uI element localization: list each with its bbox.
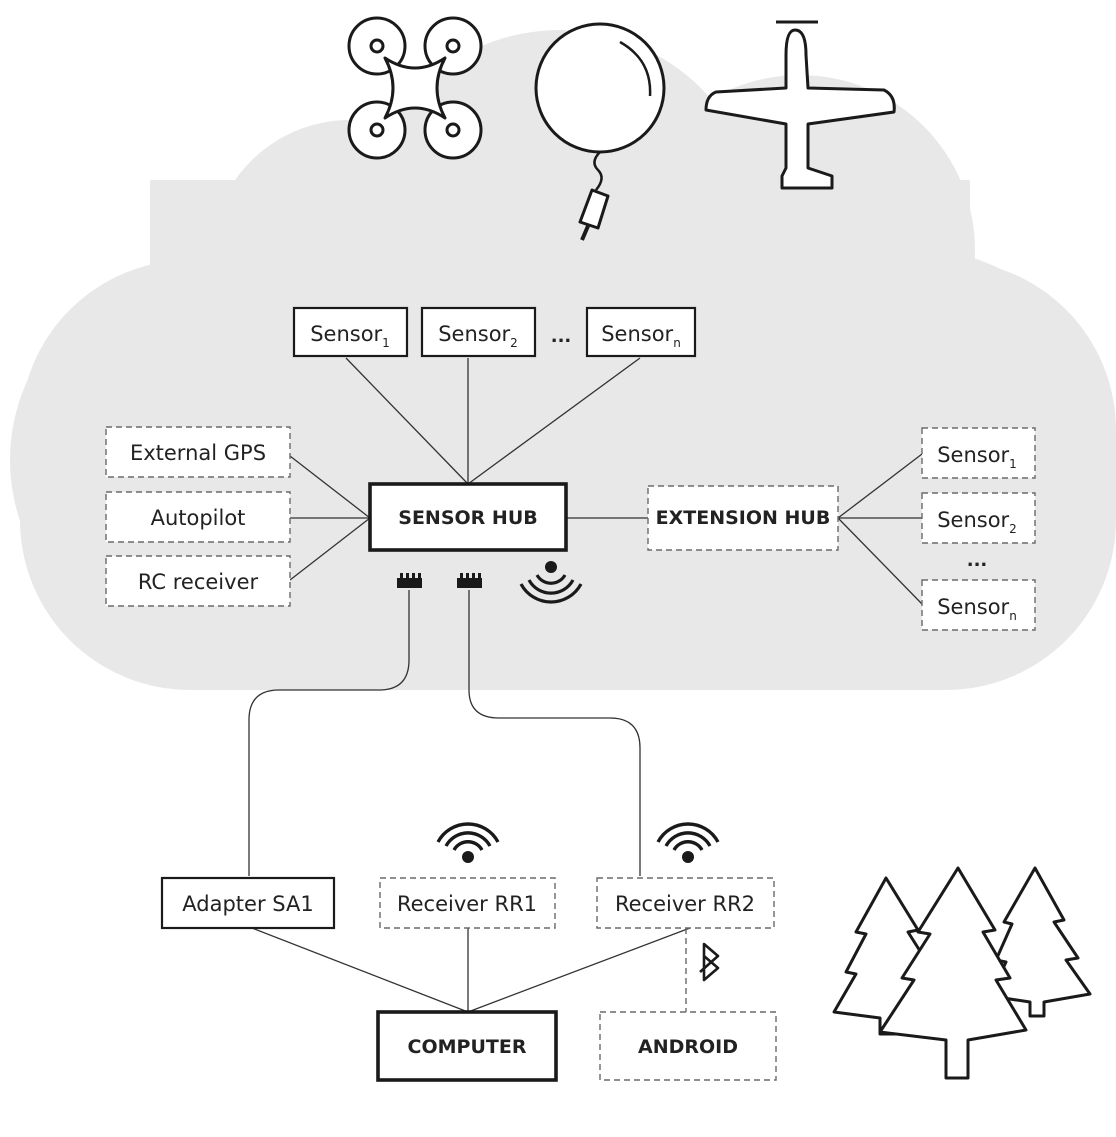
ext-sensor-n-label: Sensor: [937, 595, 1009, 619]
svg-text:Sensorn: Sensorn: [601, 322, 681, 350]
ext-sensor-n: Sensorn: [921, 579, 1036, 631]
ext-sensor-2: Sensor2: [921, 492, 1036, 544]
autopilot-box: Autopilot: [105, 491, 291, 543]
svg-text:Sensor2: Sensor2: [937, 508, 1017, 536]
sensor-hub-label: SENSOR HUB: [398, 507, 537, 529]
svg-text:Sensorn: Sensorn: [937, 595, 1017, 623]
top-sensor-1-label: Sensor: [310, 322, 382, 346]
airplane-icon: [704, 20, 896, 190]
adapter-sa1-box: Adapter SA1: [160, 876, 336, 930]
adapter-sa1-label: Adapter SA1: [182, 892, 313, 916]
ext-sensor-1: Sensor1: [921, 427, 1036, 479]
connector-port-icon: [457, 573, 482, 588]
connection-lines: [248, 357, 923, 1013]
android-box: ANDROID: [599, 1011, 777, 1081]
connector-port-icon: [397, 573, 422, 588]
bluetooth-icon: [699, 942, 720, 982]
drone-icon: [347, 16, 483, 160]
top-sensor-1: Sensor1: [292, 306, 409, 358]
receiver-rr2-label: Receiver RR2: [615, 892, 755, 916]
wireless-signal-icon: [656, 822, 720, 863]
ext-sensor-ellipsis: ...: [967, 550, 988, 571]
external-gps-label: External GPS: [130, 441, 266, 465]
rc-receiver-box: RC receiver: [105, 555, 291, 607]
receiver-rr2-box: Receiver RR2: [596, 877, 775, 929]
rc-receiver-label: RC receiver: [138, 570, 259, 594]
receiver-rr1-label: Receiver RR1: [397, 892, 537, 916]
extension-hub-label: EXTENSION HUB: [656, 507, 831, 529]
top-sensor-ellipsis: ...: [551, 326, 572, 347]
ext-sensor-1-label: Sensor: [937, 443, 1009, 467]
receiver-rr1-box: Receiver RR1: [379, 877, 556, 929]
balloon-icon: [534, 22, 666, 241]
sensor-hub-box: SENSOR HUB: [368, 482, 568, 552]
android-label: ANDROID: [638, 1036, 738, 1058]
wireless-signal-icon: [436, 822, 500, 863]
wireless-signal-icon: [519, 561, 583, 604]
external-gps-box: External GPS: [105, 426, 291, 478]
computer-label: COMPUTER: [408, 1036, 527, 1058]
svg-text:Sensor1: Sensor1: [937, 443, 1017, 471]
computer-box: COMPUTER: [376, 1010, 558, 1082]
top-sensor-n: Sensorn: [585, 306, 697, 358]
extension-hub-box: EXTENSION HUB: [647, 485, 839, 551]
top-sensor-2-label: Sensor: [438, 322, 510, 346]
top-sensor-n-label: Sensor: [601, 322, 673, 346]
svg-text:Sensor1: Sensor1: [310, 322, 390, 350]
top-sensor-2: Sensor2: [420, 306, 537, 358]
ext-sensor-2-label: Sensor: [937, 508, 1009, 532]
trees-icon: [832, 866, 1092, 1080]
autopilot-label: Autopilot: [151, 506, 246, 530]
svg-text:Sensor2: Sensor2: [438, 322, 518, 350]
